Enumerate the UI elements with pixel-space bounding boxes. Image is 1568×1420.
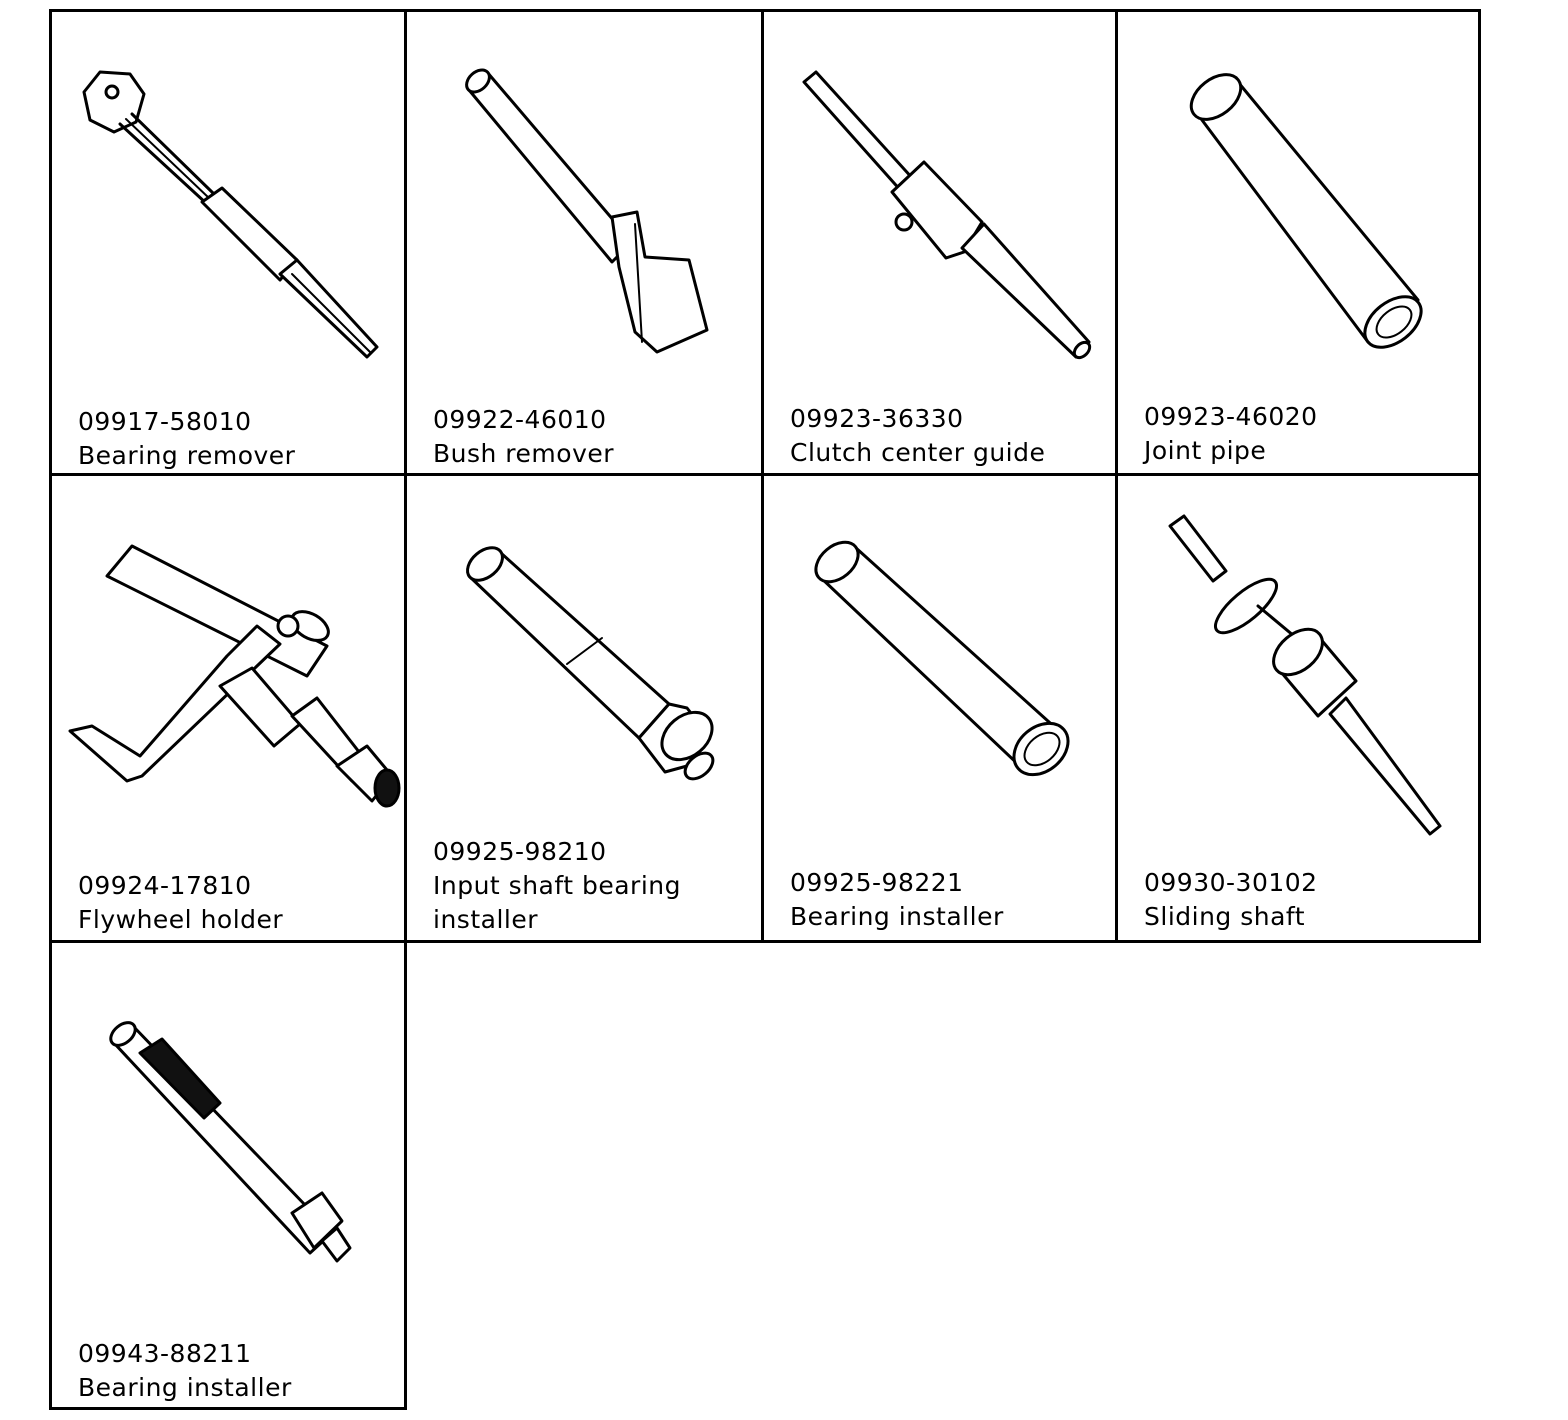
part-number: 09943-88211 [78, 1339, 252, 1368]
tool-name: Input shaft bearing [433, 871, 681, 900]
bush-remover-icon [465, 68, 709, 354]
bearing-installer-icon [814, 540, 1070, 777]
flywheel-holder-icon [68, 544, 401, 808]
tool-label: 09925-98210 Input shaft bearing installe… [433, 835, 681, 937]
tool-name: Bearing remover [78, 441, 296, 470]
tool-label: 09925-98221 Bearing installer [790, 866, 1004, 934]
part-number: 09924-17810 [78, 871, 252, 900]
tool-name: Bearing installer [790, 902, 1004, 931]
input-shaft-bearing-installer-icon [466, 546, 715, 781]
tool-cell-5: 09924-17810 Flywheel holder [49, 473, 407, 943]
clutch-center-guide-icon [802, 70, 1092, 360]
tool-name-line2: installer [433, 905, 538, 934]
tool-cell-6: 09925-98210 Input shaft bearing installe… [404, 473, 764, 943]
part-number: 09923-36330 [790, 404, 964, 433]
tool-name: Clutch center guide [790, 438, 1046, 467]
bearing-remover-icon [82, 70, 379, 359]
tool-label: 09917-58010 Bearing remover [78, 405, 295, 473]
tool-name: Sliding shaft [1144, 902, 1306, 931]
tool-cell-3: 09923-36330 Clutch center guide [761, 9, 1118, 476]
tool-cell-4: 09923-46020 Joint pipe [1115, 9, 1481, 476]
tool-cell-8: 09930-30102 Sliding shaft [1115, 473, 1481, 943]
tool-name: Flywheel holder [78, 905, 284, 934]
part-number: 09923-46020 [1144, 402, 1318, 431]
tool-name: Bush remover [433, 439, 615, 468]
part-number: 09925-98221 [790, 868, 964, 897]
tool-label: 09923-46020 Joint pipe [1144, 400, 1318, 468]
part-number: 09922-46010 [433, 405, 607, 434]
tool-cell-1: 09917-58010 Bearing remover [49, 9, 407, 476]
part-number: 09930-30102 [1144, 868, 1318, 897]
tool-cell-9: 09943-88211 Bearing installer [49, 940, 407, 1410]
tool-cell-2: 09922-46010 Bush remover [404, 9, 764, 476]
tool-label: 09922-46010 Bush remover [433, 403, 614, 471]
part-number: 09917-58010 [78, 407, 252, 436]
tool-label: 09930-30102 Sliding shaft [1144, 866, 1318, 934]
joint-pipe-icon [1189, 73, 1423, 349]
tool-name: Joint pipe [1144, 436, 1267, 465]
part-number: 09925-98210 [433, 837, 607, 866]
tool-label: 09943-88211 Bearing installer [78, 1337, 292, 1405]
bearing-installer-small-icon [109, 1021, 352, 1263]
sliding-shaft-icon [1168, 514, 1442, 836]
tool-cell-7: 09925-98221 Bearing installer [761, 473, 1118, 943]
tool-label: 09923-36330 Clutch center guide [790, 402, 1045, 470]
tool-label: 09924-17810 Flywheel holder [78, 869, 283, 937]
tool-name: Bearing installer [78, 1373, 292, 1402]
